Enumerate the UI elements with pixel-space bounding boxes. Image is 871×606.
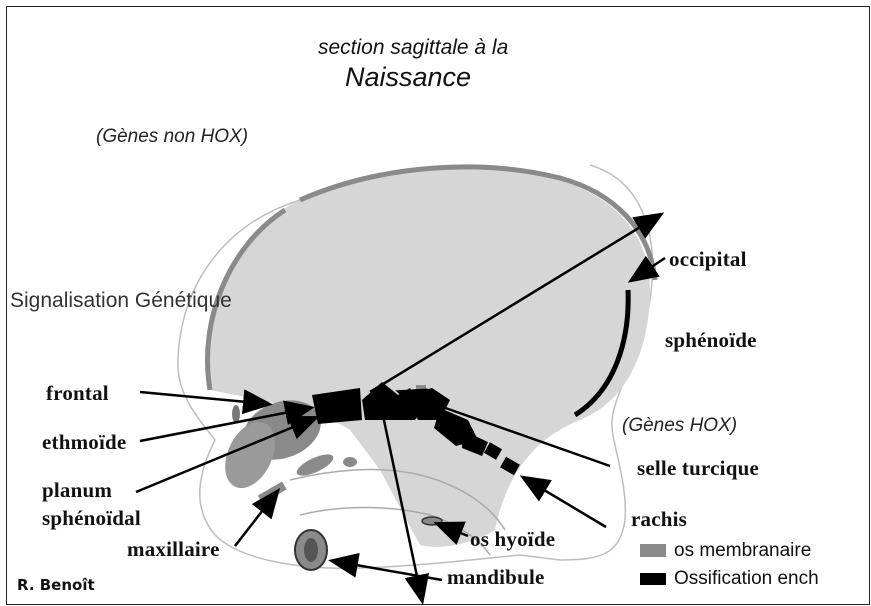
dorsum-grey [416,385,426,393]
label-occipital: occipital [669,247,747,272]
genes-hox: (Gènes HOX) [622,415,737,437]
label-sphenoide: sphénoïde [665,328,757,353]
genes-non-hox: (Gènes non HOX) [96,126,248,148]
legend-enchondrale: Ossification ench [674,568,864,590]
mandible-inner [304,538,318,562]
label-os-hyoide: os hyoïde [470,527,555,552]
title-line2: Naissance [345,62,471,93]
label-planum: planum [42,478,112,503]
label-sphenoidal: sphénoïdal [42,506,141,531]
legend-membranaire: os membranaire [674,540,811,562]
label-maxillaire: maxillaire [127,537,220,562]
author-signature: R. Benoît [17,576,95,594]
vomer-piece [343,457,357,467]
label-rachis: rachis [631,507,687,532]
legend-swatch-membrane [640,544,666,557]
signalisation-label: Signalisation Génétique [10,289,232,313]
label-selle-turcique: selle turcique [637,456,759,481]
label-ethmoide: ethmoïde [42,430,126,455]
small-membrane [232,405,240,423]
legend-swatch-endochondral [640,573,666,585]
title-line1: section sagittale à la [318,36,508,60]
arrow-rachis [524,478,606,527]
arrow-maxillaire [235,492,277,546]
label-frontal: frontal [46,381,109,406]
label-mandibule: mandibule [447,565,545,590]
